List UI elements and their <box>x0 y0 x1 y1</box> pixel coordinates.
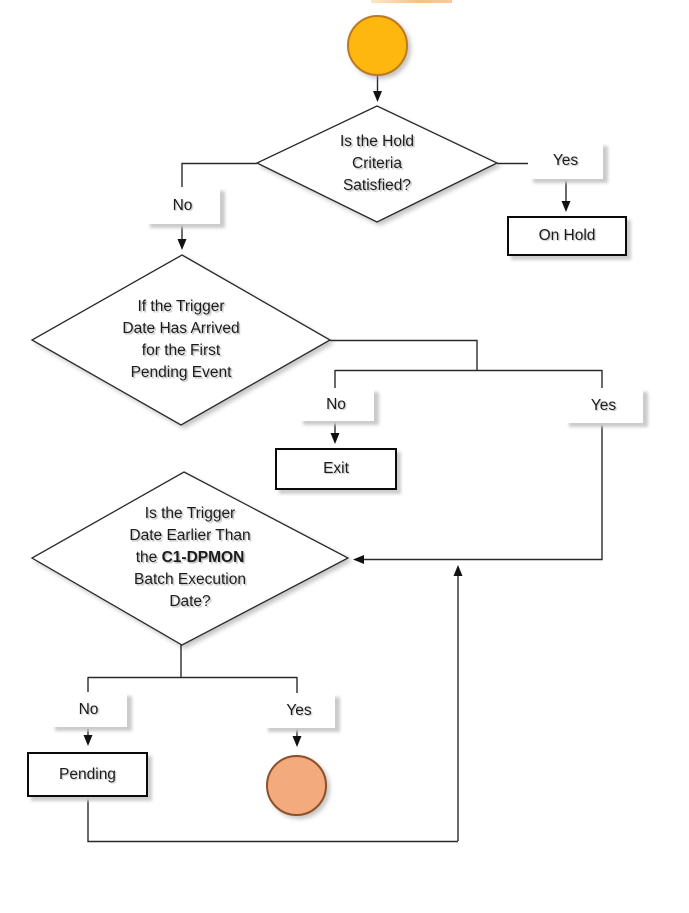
batch-code-bold: C1-DPMON <box>161 549 245 566</box>
decision2-line: Date Has Arrived <box>122 320 240 337</box>
connector-decision2-branch-stem <box>330 339 478 370</box>
decision2-line: If the Trigger <box>137 298 225 315</box>
decision2-line: for the First <box>141 342 221 359</box>
edge-label-decision3-yes: Yes <box>263 693 335 728</box>
decision1-line: Is the Hold <box>339 133 415 150</box>
edge-label-decision3-no: No <box>50 692 127 727</box>
start-node-circle <box>347 15 408 76</box>
decision1-line: Criteria <box>352 155 402 172</box>
pending-state-box: Pending <box>27 752 148 797</box>
decision3-line: Date Earlier Than <box>129 527 251 544</box>
decision2-diamond <box>30 254 332 426</box>
decision2-line: Pending Event <box>130 364 232 381</box>
decision3-line: Is the Trigger <box>144 505 236 522</box>
decision3-diamond <box>30 471 350 646</box>
decision3-line: Date? <box>169 593 211 610</box>
connector-pending-loop-bottom <box>87 797 458 843</box>
decision3-line: the C1-DPMON <box>135 549 245 566</box>
connector-yes2-to-decision3 <box>353 370 603 564</box>
decision2-text: If the Trigger Date Has Arrived for the … <box>71 296 291 384</box>
on-hold-state-box: On Hold <box>507 216 627 256</box>
decision1-text: Is the Hold Criteria Satisfied? <box>287 131 467 197</box>
decision1-line: Satisfied? <box>342 177 412 194</box>
edge-label-decision1-no: No <box>145 187 220 224</box>
decision1-diamond <box>255 105 499 223</box>
cropped-shape-top-edge <box>371 0 452 3</box>
decision3-text: Is the Trigger Date Earlier Than the C1-… <box>80 503 300 613</box>
decision3-line: Batch Execution <box>133 571 246 588</box>
exit-state-box: Exit <box>275 448 397 490</box>
edge-label-decision1-yes: Yes <box>528 142 603 179</box>
edge-label-decision2-no: No <box>298 388 374 421</box>
edge-label-decision2-yes: Yes <box>564 388 643 423</box>
end-node-circle <box>266 755 327 816</box>
